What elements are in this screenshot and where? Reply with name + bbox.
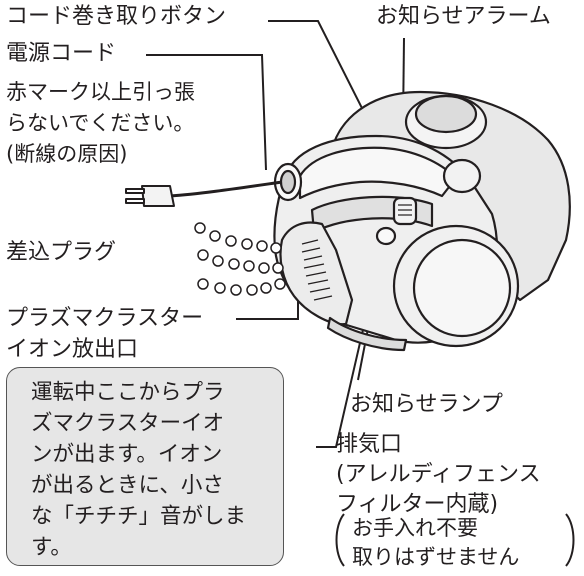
note-line: 運転中ここからプラ	[31, 380, 225, 405]
exhaust-note-line-1: お手入れ不要	[352, 516, 478, 540]
note-paren-left	[335, 513, 345, 567]
label-cord-button: コード巻き取りボタン	[6, 4, 227, 29]
side-knob	[442, 158, 482, 194]
leader-cord-button	[268, 20, 373, 129]
cord-warning-line-3: (断線の原因)	[6, 142, 128, 166]
label-plug: 差込プラグ	[6, 240, 117, 265]
leader-power-cord	[146, 54, 267, 171]
note-line: す。	[31, 535, 72, 560]
cord-warning-line-1: 赤マーク以上引っ張	[6, 80, 195, 104]
label-exhaust-line-3: フィルター内蔵)	[336, 492, 499, 517]
label-exhaust-line-1: 排気口	[336, 432, 403, 457]
note-line: ズマクラスターイオ	[31, 411, 225, 436]
note-line: ンが出ます。イオン	[31, 442, 223, 467]
plug-pin-top	[125, 188, 145, 194]
vacuum-base	[326, 316, 408, 352]
label-alarm: お知らせアラーム	[376, 4, 551, 29]
label-lamp: お知らせランプ	[350, 392, 503, 417]
leader-ion-outlet	[236, 290, 299, 320]
label-exhaust-line-2: (アレルディフェンス	[336, 462, 541, 487]
cord-warning-line-2: らないでください。	[6, 111, 195, 135]
note-line: な「チチチ」音がしま	[31, 504, 247, 529]
wheel-inner	[412, 238, 512, 338]
plug-pin-bottom	[125, 198, 145, 204]
ion-dots	[194, 222, 286, 296]
alarm-grille	[392, 196, 418, 226]
label-ion-outlet-line-2: イオン放出口	[6, 337, 139, 362]
label-power-cord: 電源コード	[6, 41, 117, 66]
ion-note-box: 運転中ここからプラ ズマクラスターイオ ンが出ます。イオン が出るときに、小さ …	[6, 367, 284, 566]
lamp-light	[375, 226, 397, 246]
plug-body	[141, 185, 175, 207]
note-paren-right	[565, 513, 575, 567]
exhaust-note-line-2: 取りはずせません	[352, 545, 520, 569]
label-ion-outlet-line-1: プラズマクラスター	[6, 306, 204, 331]
power-cord-line	[169, 180, 283, 198]
note-line: が出るときに、小さ	[31, 473, 224, 498]
side-grille	[301, 239, 333, 301]
